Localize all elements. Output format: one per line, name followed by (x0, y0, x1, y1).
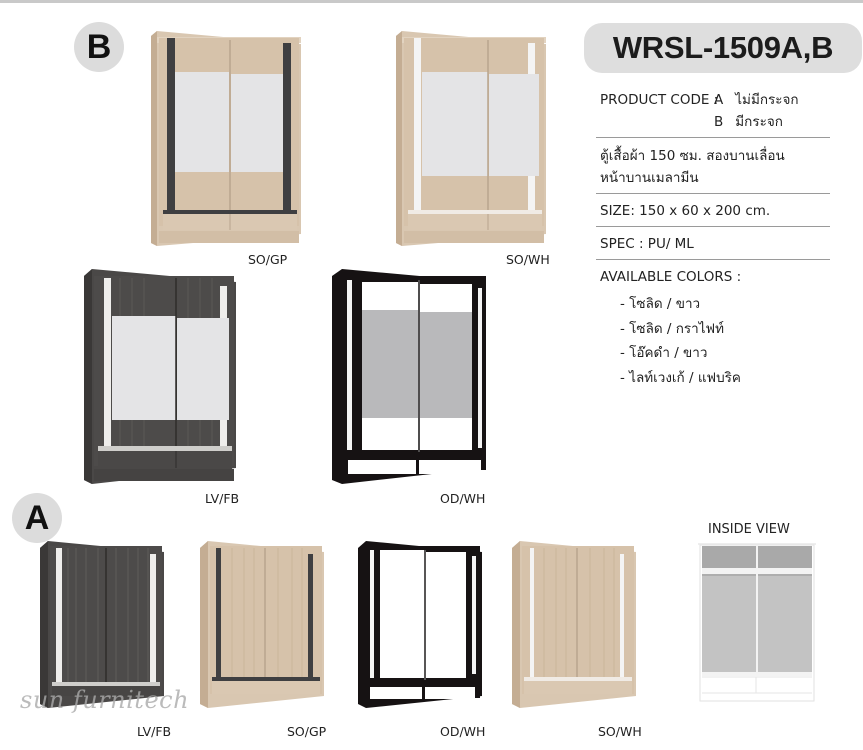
variant-label-b-so-gp: SO/GP (248, 252, 288, 267)
color-option: - โอ๊คดำ / ขาว (620, 345, 708, 361)
variant-label-a-so-wh: SO/WH (598, 724, 642, 739)
inside-view-label: INSIDE VIEW (708, 522, 790, 537)
variant-label-b-so-wh: SO/WH (506, 252, 550, 267)
wardrobe-b-so-gp-image (151, 31, 301, 246)
wardrobe-a-lv-fb-image (40, 541, 164, 708)
wardrobe-b-so-wh-image (396, 31, 546, 246)
color-option: - โซลิด / ขาว (620, 296, 701, 312)
variant-label-a-od-wh: OD/WH (440, 724, 486, 739)
product-code-b-desc: มีกระจก (735, 114, 783, 130)
variant-label-b-od-wh: OD/WH (440, 491, 486, 506)
product-code-a-desc: ไม่มีกระจก (735, 92, 799, 108)
available-colors-section: AVAILABLE COLORS : - โซลิด / ขาว - โซลิด… (596, 260, 830, 394)
variant-label-a-so-gp: SO/GP (287, 724, 327, 739)
available-colors-label: AVAILABLE COLORS : (600, 269, 742, 285)
variant-label-a-lv-fb: LV/FB (137, 724, 172, 739)
wardrobe-b-od-wh-image (332, 269, 486, 484)
description-section: ตู้เสื้อผ้า 150 ซม. สองบานเลื่อน หน้าบาน… (596, 138, 830, 194)
product-code-section: PRODUCT CODE : A ไม่มีกระจก B มีกระจก (596, 86, 830, 138)
watermark: sun furnitech (20, 686, 190, 714)
spec-text: SPEC : PU/ ML (596, 227, 830, 260)
product-info-panel: PRODUCT CODE : A ไม่มีกระจก B มีกระจก ตู… (596, 86, 830, 394)
wardrobe-a-so-wh-image (512, 541, 636, 708)
top-border (0, 0, 863, 3)
model-title: WRSL-1509A,B (584, 23, 862, 73)
wardrobe-b-lv-fb-image (84, 269, 236, 484)
wardrobe-a-so-gp-image (200, 541, 324, 708)
wardrobe-a-od-wh-image (358, 541, 482, 708)
color-option: - ไลท์เวงเก้ / แฟบริค (620, 369, 741, 386)
size-text: SIZE: 150 x 60 x 200 cm. (596, 194, 830, 227)
badge-type-a: A (12, 493, 62, 543)
description-line-2: หน้าบานเมลามีน (600, 170, 699, 186)
inside-view-image (698, 543, 816, 702)
description-line-1: ตู้เสื้อผ้า 150 ซม. สองบานเลื่อน (600, 148, 785, 164)
product-code-b: B (714, 114, 724, 130)
badge-type-b: B (74, 22, 124, 72)
product-code-a: A (714, 92, 724, 108)
product-code-label: PRODUCT CODE : (600, 92, 719, 108)
color-option: - โซลิด / กราไฟท์ (620, 320, 724, 337)
variant-label-b-lv-fb: LV/FB (205, 491, 240, 506)
